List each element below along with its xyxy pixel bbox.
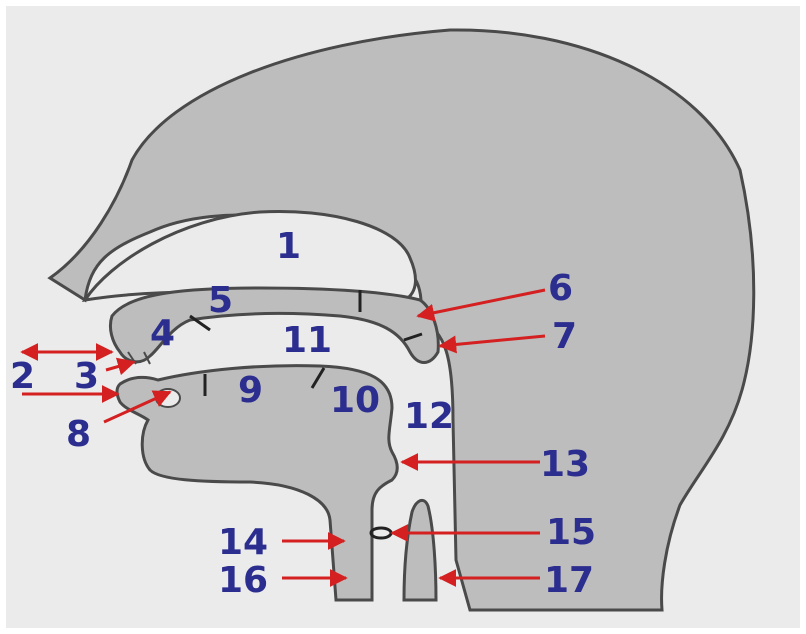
label-17: 17 (544, 560, 594, 601)
label-4: 4 (150, 313, 175, 354)
label-3: 3 (74, 356, 99, 397)
label-7: 7 (552, 316, 577, 357)
label-12: 12 (404, 396, 454, 437)
label-5: 5 (208, 280, 233, 321)
label-8: 8 (66, 414, 91, 455)
label-11: 11 (282, 320, 332, 361)
label-9: 9 (238, 370, 263, 411)
label-16: 16 (218, 560, 268, 601)
label-1: 1 (276, 226, 301, 267)
label-13: 13 (540, 444, 590, 485)
label-2: 2 (10, 356, 35, 397)
label-15: 15 (546, 512, 596, 553)
label-6: 6 (548, 268, 573, 309)
label-10: 10 (330, 380, 380, 421)
label-14: 14 (218, 522, 268, 563)
